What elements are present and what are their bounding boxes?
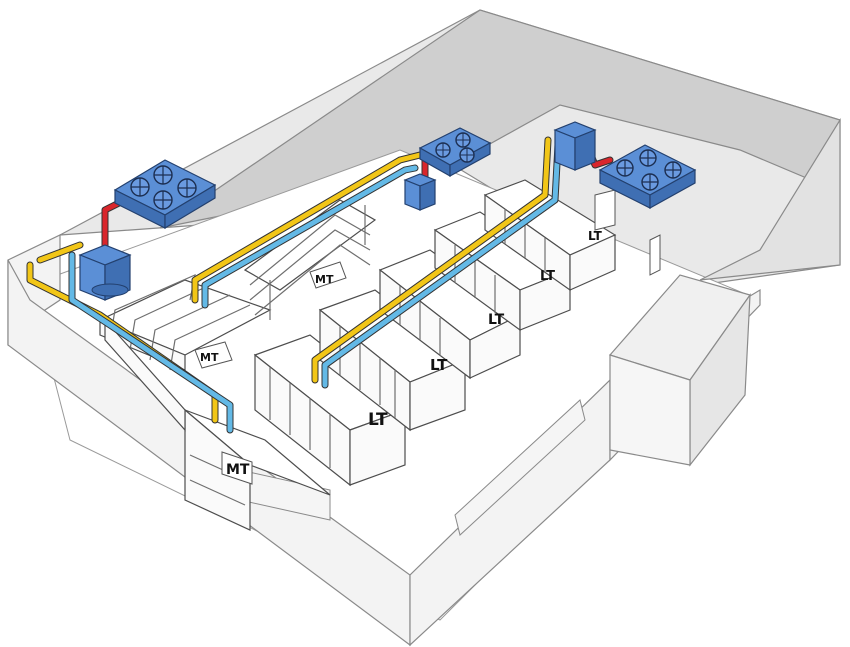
mt-label-left: MT bbox=[194, 341, 233, 369]
fan-icon bbox=[435, 142, 451, 158]
lt-label-4: LT bbox=[540, 269, 555, 284]
svg-text:MT: MT bbox=[200, 351, 219, 364]
fan-icon bbox=[616, 159, 634, 177]
condenser-center bbox=[418, 127, 492, 178]
back-door-1 bbox=[594, 189, 616, 231]
lt-label-1: LT bbox=[368, 410, 388, 430]
back-room-side bbox=[609, 354, 691, 466]
fan-icon bbox=[639, 149, 657, 167]
lt-label-5: LT bbox=[588, 229, 603, 243]
fan-icon bbox=[455, 132, 471, 148]
pipe-run-center bbox=[191, 151, 424, 309]
lt-case-row-1 bbox=[253, 334, 407, 487]
fan-icon bbox=[177, 178, 197, 198]
condenser-right bbox=[598, 144, 697, 210]
rack-left bbox=[78, 244, 132, 301]
lt-label-3: LT bbox=[488, 312, 505, 328]
center-shelving bbox=[243, 199, 377, 320]
fan-icon bbox=[130, 177, 150, 197]
fan-icon bbox=[641, 173, 659, 191]
right-back-wall bbox=[699, 117, 841, 281]
condenser-left bbox=[113, 159, 217, 230]
fan-icon bbox=[664, 161, 682, 179]
mt-front-case bbox=[184, 408, 331, 531]
front-window-slab bbox=[454, 399, 586, 536]
fan-icon bbox=[153, 190, 173, 210]
fan-icon bbox=[459, 147, 475, 163]
lt-case-row-2 bbox=[318, 289, 467, 432]
mt-label-center: MT bbox=[309, 261, 347, 289]
left-wall-case bbox=[104, 318, 186, 432]
mt-label-front: MT bbox=[221, 451, 253, 485]
lt-label-2: LT bbox=[430, 356, 448, 374]
rack-right bbox=[553, 121, 597, 171]
svg-text:MT: MT bbox=[226, 462, 250, 478]
back-door-2 bbox=[649, 234, 661, 276]
rack-center bbox=[403, 173, 437, 211]
svg-text:MT: MT bbox=[315, 273, 334, 286]
pipe-run-right bbox=[311, 136, 562, 389]
fan-icon bbox=[153, 165, 173, 185]
pipe-run-left bbox=[26, 241, 234, 434]
